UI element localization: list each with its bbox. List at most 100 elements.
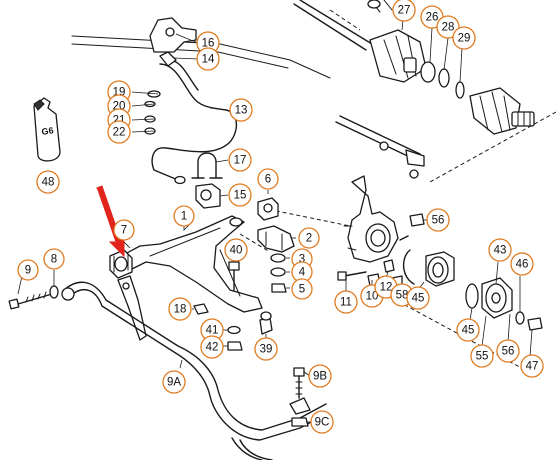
callout-number: 27 xyxy=(398,5,411,17)
bolt-9-washer-8 xyxy=(8,285,59,310)
callout-number: 39 xyxy=(260,344,273,356)
callout-18: 18 xyxy=(168,297,192,321)
callout-number: 56 xyxy=(502,346,515,358)
callout-number: 56 xyxy=(432,215,445,227)
callout-5: 5 xyxy=(291,278,313,300)
callout-number: 45 xyxy=(412,293,425,305)
callout-number: 9B xyxy=(313,371,327,383)
callout-9C: 9C xyxy=(310,410,334,434)
callout-circle xyxy=(310,410,334,434)
hardware-18-41-42-39 xyxy=(193,303,273,351)
callout-circle xyxy=(456,318,480,342)
callout-circle xyxy=(436,15,460,39)
callout-17: 17 xyxy=(228,148,252,172)
body-outline xyxy=(71,35,331,79)
callout-circle xyxy=(392,0,416,22)
callout-9: 9 xyxy=(17,259,39,281)
callout-number: 47 xyxy=(526,361,539,373)
callout-number: 45 xyxy=(462,325,475,337)
callout-number: 6 xyxy=(265,174,271,186)
callout-8: 8 xyxy=(43,248,65,270)
callout-number: 5 xyxy=(299,284,305,296)
callout-22: 22 xyxy=(107,120,131,144)
callout-circle xyxy=(107,120,131,144)
callout-27: 27 xyxy=(392,0,416,22)
callout-2: 2 xyxy=(298,227,320,249)
callout-circle xyxy=(520,354,544,378)
callout-circle xyxy=(406,286,430,310)
callout-number: 4 xyxy=(299,267,306,279)
callout-42: 42 xyxy=(200,335,224,359)
callout-number: 43 xyxy=(494,245,507,257)
callout-circle xyxy=(488,238,512,262)
callout-56b: 56 xyxy=(496,339,520,363)
callout-circle xyxy=(254,337,278,361)
callout-16: 16 xyxy=(196,31,220,55)
callout-number: 26 xyxy=(426,12,439,24)
callout-number: 22 xyxy=(113,127,126,139)
mounting-clamp xyxy=(149,17,197,67)
callout-45b: 45 xyxy=(456,318,480,342)
callout-circle xyxy=(496,339,520,363)
callout-41: 41 xyxy=(200,318,224,342)
callout-number: 10 xyxy=(366,291,379,303)
callout-55: 55 xyxy=(470,344,494,368)
callout-number: 9C xyxy=(315,417,330,429)
drive-shaft xyxy=(293,0,535,135)
callout-number: 42 xyxy=(206,342,219,354)
callout-circle xyxy=(113,219,135,241)
control-arm xyxy=(109,215,263,313)
callout-circle xyxy=(229,98,253,122)
callout-number: 17 xyxy=(234,155,247,167)
callout-28: 28 xyxy=(436,15,460,39)
callout-number: 3 xyxy=(299,254,305,266)
callout-number: 13 xyxy=(235,105,248,117)
callout-43: 43 xyxy=(488,238,512,262)
bushing-7 xyxy=(109,249,133,279)
callout-13: 13 xyxy=(229,98,253,122)
callout-number: 48 xyxy=(42,177,55,189)
callout-circle xyxy=(470,344,494,368)
callout-1: 1 xyxy=(173,205,195,227)
callout-number: 18 xyxy=(174,304,187,316)
steering-knuckle xyxy=(343,175,399,263)
callout-number: 28 xyxy=(442,22,455,34)
callout-circle xyxy=(168,297,192,321)
callout-9A: 9A xyxy=(162,370,186,394)
callout-6: 6 xyxy=(257,168,279,190)
callout-circle xyxy=(17,259,39,281)
callout-29: 29 xyxy=(452,26,476,50)
bracket-2 xyxy=(257,225,295,253)
callout-circle xyxy=(334,290,358,314)
bushing-6 xyxy=(257,197,279,221)
bolt-40 xyxy=(228,261,240,291)
callout-9B: 9B xyxy=(308,364,332,388)
callout-circle xyxy=(228,148,252,172)
callout-number: 41 xyxy=(206,325,219,337)
callout-40: 40 xyxy=(224,238,248,262)
callout-11: 11 xyxy=(334,290,358,314)
callout-number: 11 xyxy=(340,297,352,309)
callout-circle xyxy=(228,183,252,207)
callout-circle xyxy=(173,205,195,227)
callout-number: 1 xyxy=(181,211,187,223)
link-bracket xyxy=(117,275,147,341)
callout-45a: 45 xyxy=(406,286,430,310)
callout-56a: 56 xyxy=(426,208,450,232)
callout-circle xyxy=(36,170,60,194)
callout-number: 15 xyxy=(234,190,247,202)
callout-number: 8 xyxy=(51,254,57,266)
callout-47: 47 xyxy=(520,354,544,378)
callout-circle xyxy=(510,252,534,276)
callout-number: 12 xyxy=(380,282,393,294)
callout-number: 40 xyxy=(230,245,243,257)
bolt-9b-nut-9c xyxy=(291,367,309,427)
callout-circle xyxy=(200,335,224,359)
callout-number: 16 xyxy=(202,38,215,50)
callout-15: 15 xyxy=(228,183,252,207)
callout-number: 9 xyxy=(25,265,31,277)
wheel-bearing-hub xyxy=(403,249,543,331)
callout-labels: 1614192021221317481561274034598184142399… xyxy=(17,0,544,434)
callout-number: 55 xyxy=(476,351,489,363)
